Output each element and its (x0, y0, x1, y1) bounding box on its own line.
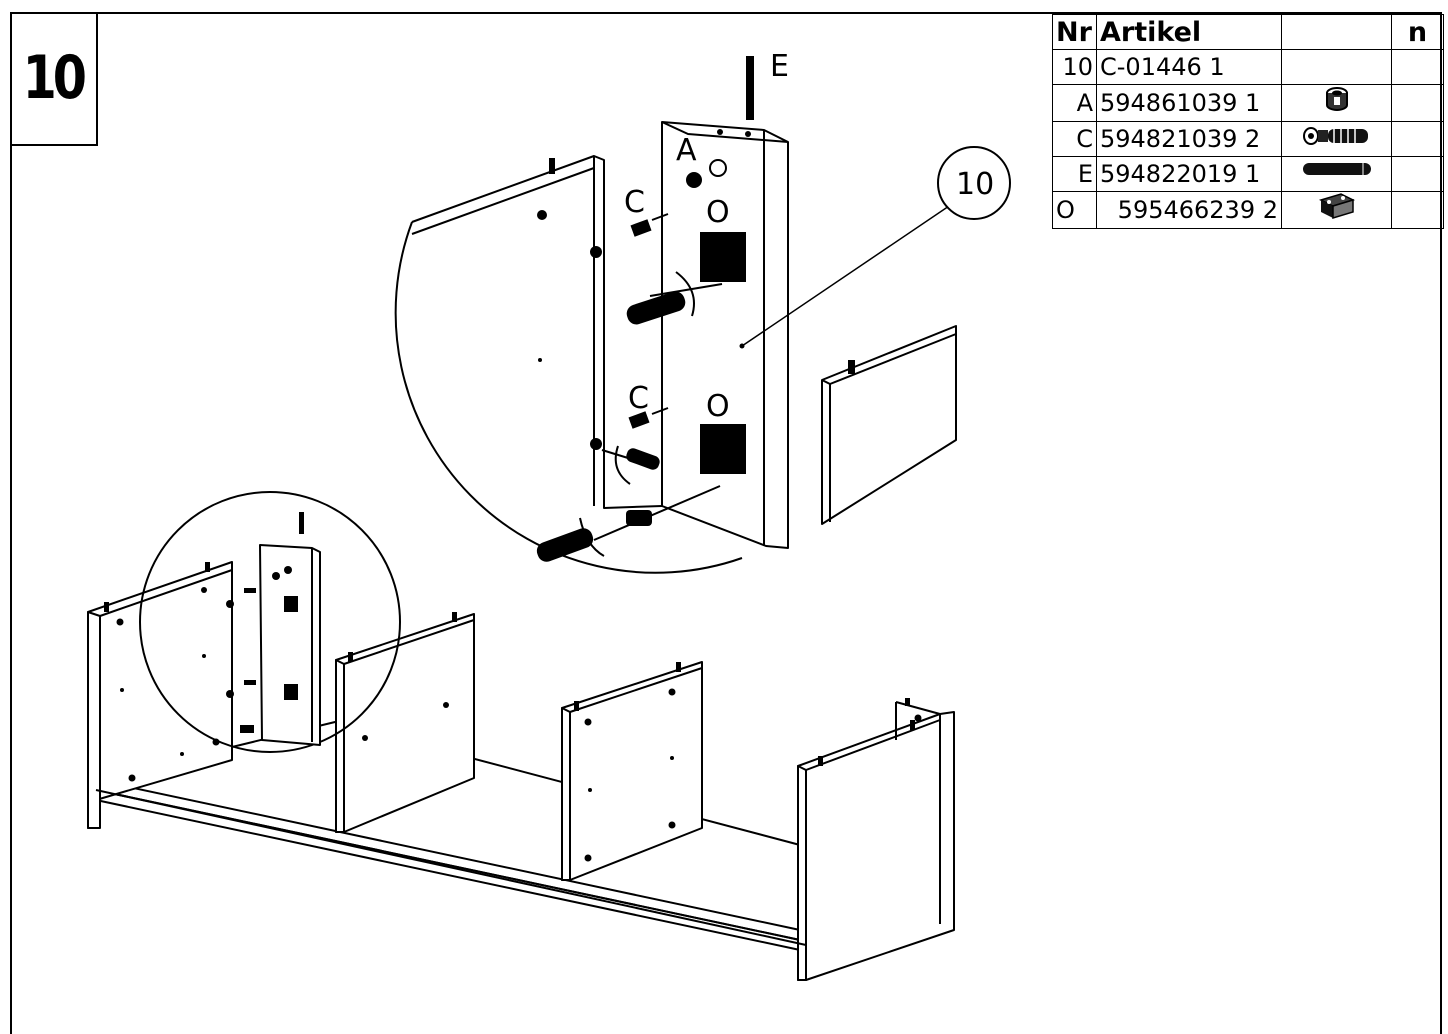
detail-circle-large (394, 56, 1011, 574)
row-nr: O (1052, 191, 1097, 229)
row-artikel: 594821039 2 (1096, 121, 1282, 157)
cam-bolt-icon (1302, 127, 1368, 145)
callout-o-top: O (706, 195, 730, 230)
step-number: 10 (22, 43, 87, 113)
row-n (1391, 156, 1444, 192)
parts-table: Nr Artikel n 10 C-01446 1 A 594861039 1 … (1052, 14, 1444, 229)
shelf-assembly (87, 561, 955, 981)
row-nr: E (1052, 156, 1097, 192)
callout-panel-number: 10 (956, 167, 994, 202)
row-n (1391, 191, 1444, 229)
row-artikel: 595466239 2 (1096, 191, 1282, 229)
callout-a: A (676, 133, 697, 168)
row-artikel: 594861039 1 (1096, 84, 1282, 122)
page-frame (10, 12, 1442, 1034)
row-artikel: 594822019 1 (1096, 156, 1282, 192)
cam-lock-icon (1325, 87, 1348, 111)
hinge-plate-icon (1318, 193, 1355, 220)
table-row: E 594822019 1 (1052, 156, 1444, 192)
callout-e: E (770, 49, 789, 84)
row-nr: A (1052, 84, 1097, 122)
dowel-icon (1302, 163, 1371, 175)
table-row: O 595466239 2 (1052, 191, 1444, 229)
table-row: A 594861039 1 (1052, 84, 1444, 122)
step-number-box: 10 (10, 12, 98, 146)
callout-c-bottom: C (628, 381, 649, 416)
callout-o-bottom: O (706, 389, 730, 424)
callout-c-top: C (624, 185, 645, 220)
detail-circle-small (139, 491, 401, 753)
parts-table-header: Nr Artikel n (1052, 14, 1444, 50)
